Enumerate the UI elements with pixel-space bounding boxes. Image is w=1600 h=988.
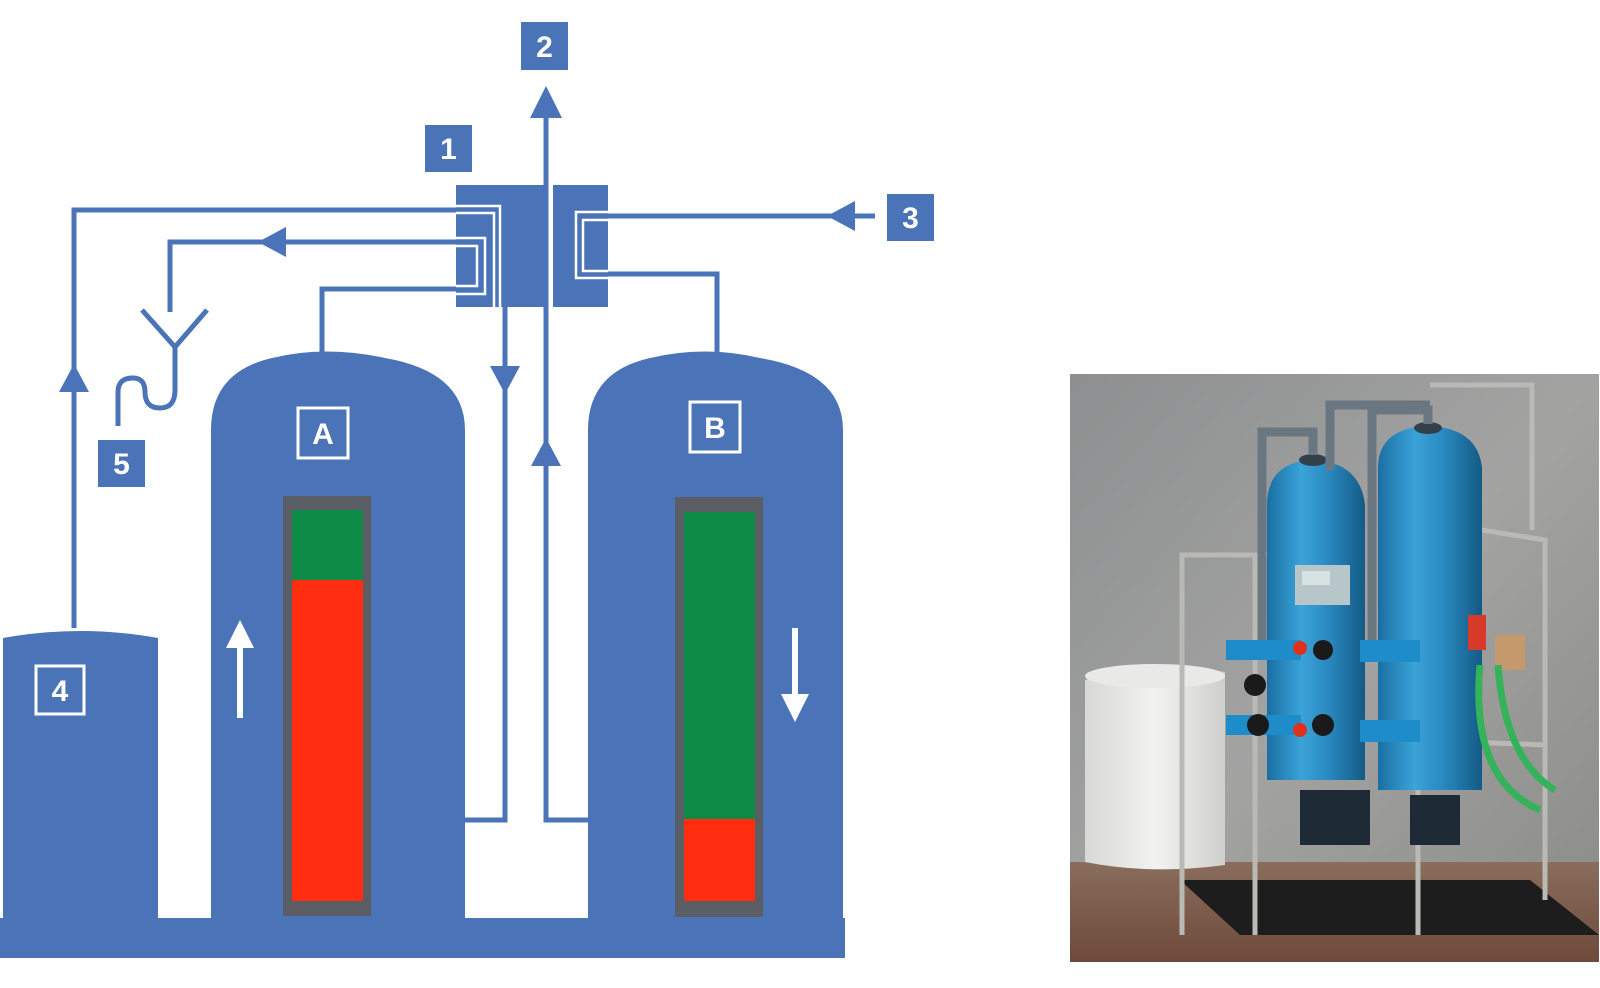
control-valve (456, 180, 608, 312)
arrow-down-icon (490, 366, 520, 394)
label-brine-tank-text: 4 (52, 675, 69, 708)
label-drain-text: 5 (113, 448, 130, 481)
label-inlet-text: 3 (902, 202, 919, 235)
label-outlet: 2 (521, 22, 568, 70)
label-valve: 1 (425, 125, 472, 172)
water-softener-photo (1070, 374, 1599, 962)
label-drain: 5 (98, 440, 145, 487)
label-tank-a-text: A (312, 418, 334, 451)
label-outlet-text: 2 (536, 31, 553, 64)
arrow-left-icon (258, 227, 286, 257)
arrow-left-icon (827, 201, 855, 231)
resin-a-exhausted (292, 580, 363, 901)
resin-a-regenerated (292, 510, 363, 580)
resin-column-a (283, 496, 371, 916)
label-valve-text: 1 (440, 133, 457, 166)
brine-tank (3, 631, 158, 940)
label-tank-a: A (296, 406, 350, 460)
resin-b-regenerated (684, 512, 755, 819)
arrow-down-icon (781, 628, 809, 722)
resin-b-exhausted (684, 819, 755, 901)
label-inlet: 3 (887, 194, 934, 241)
arrow-up-icon (530, 86, 562, 118)
drain-funnel (115, 308, 209, 426)
label-tank-b: B (688, 400, 742, 454)
label-tank-b-text: B (704, 412, 726, 445)
arrow-up-icon (226, 620, 254, 718)
label-brine-tank: 4 (34, 664, 86, 716)
arrow-up-icon (531, 438, 561, 466)
resin-column-b (675, 497, 763, 917)
arrow-up-icon (59, 364, 89, 392)
